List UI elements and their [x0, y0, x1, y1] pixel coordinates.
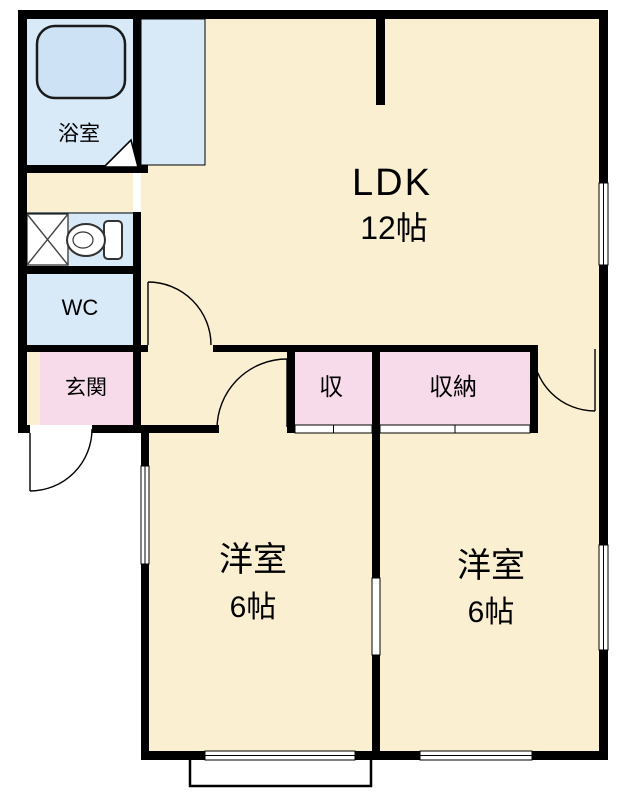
door-swing-arc	[532, 348, 596, 412]
wall	[92, 425, 148, 433]
toilet-icon	[66, 220, 123, 260]
toilet-bowl	[66, 223, 106, 257]
bedroom-left-size: 6帖	[229, 591, 277, 624]
ldk-label: LDK	[352, 162, 432, 204]
closet-floor	[295, 352, 372, 425]
closet-label: 収	[319, 374, 343, 401]
window-ldk-right	[598, 182, 609, 266]
door-ldk-hall	[147, 281, 212, 346]
bathroom-label: 浴室	[58, 122, 100, 146]
wall	[133, 10, 141, 173]
bathtub-icon	[35, 24, 127, 100]
wall	[287, 345, 295, 433]
wall	[18, 10, 27, 433]
door-swing-arc	[29, 428, 93, 492]
entrance-label: 玄関	[65, 376, 107, 400]
washer-pan-cross-line	[26, 213, 69, 266]
window-bedroom-right-east	[598, 544, 609, 651]
wc-label: WC	[61, 295, 99, 320]
closet-large-sliding-door	[379, 424, 531, 434]
closet-large-label: 収納	[429, 374, 477, 401]
wall	[18, 425, 30, 433]
door-bedroom-left	[216, 358, 288, 430]
bathroom-door-marker	[102, 138, 140, 168]
bedroom-right-size: 6帖	[467, 596, 515, 629]
kitchen-partition-wall	[376, 10, 385, 105]
ldk-size-label: 12帖	[360, 210, 428, 246]
divider-opening	[371, 577, 381, 656]
room-fills	[27, 19, 599, 751]
washer-pan-icon	[26, 213, 69, 266]
window-bedroom-left-south	[204, 750, 356, 761]
wall	[18, 345, 148, 352]
wc-floor	[27, 274, 133, 345]
wall	[18, 165, 148, 173]
washroom-floor	[141, 19, 205, 165]
entrance-floor	[40, 352, 133, 425]
openings	[140, 182, 609, 761]
wall	[141, 751, 608, 760]
bedroom-left-label: 洋室	[219, 541, 287, 579]
wall	[133, 212, 141, 433]
window-bedroom-right-south	[419, 750, 533, 761]
door-bedroom-right	[532, 348, 596, 412]
door-entrance	[29, 428, 93, 492]
wall	[372, 345, 380, 433]
window-bedroom-left-west	[140, 465, 150, 565]
closet-large-floor	[380, 352, 530, 425]
wall	[141, 425, 149, 760]
toilet-bowl-inner	[72, 231, 94, 249]
door-swing-arc	[147, 281, 212, 346]
wall	[18, 266, 141, 274]
closet-sliding-door	[294, 424, 373, 434]
toilet-tank	[103, 220, 123, 260]
wall	[599, 10, 608, 760]
fixtures	[26, 18, 206, 266]
bedroom-right-label: 洋室	[457, 547, 525, 585]
wall	[141, 425, 219, 433]
doors	[29, 138, 596, 492]
wall	[18, 10, 608, 19]
door-swing-arc	[216, 358, 288, 430]
wall	[530, 345, 538, 433]
